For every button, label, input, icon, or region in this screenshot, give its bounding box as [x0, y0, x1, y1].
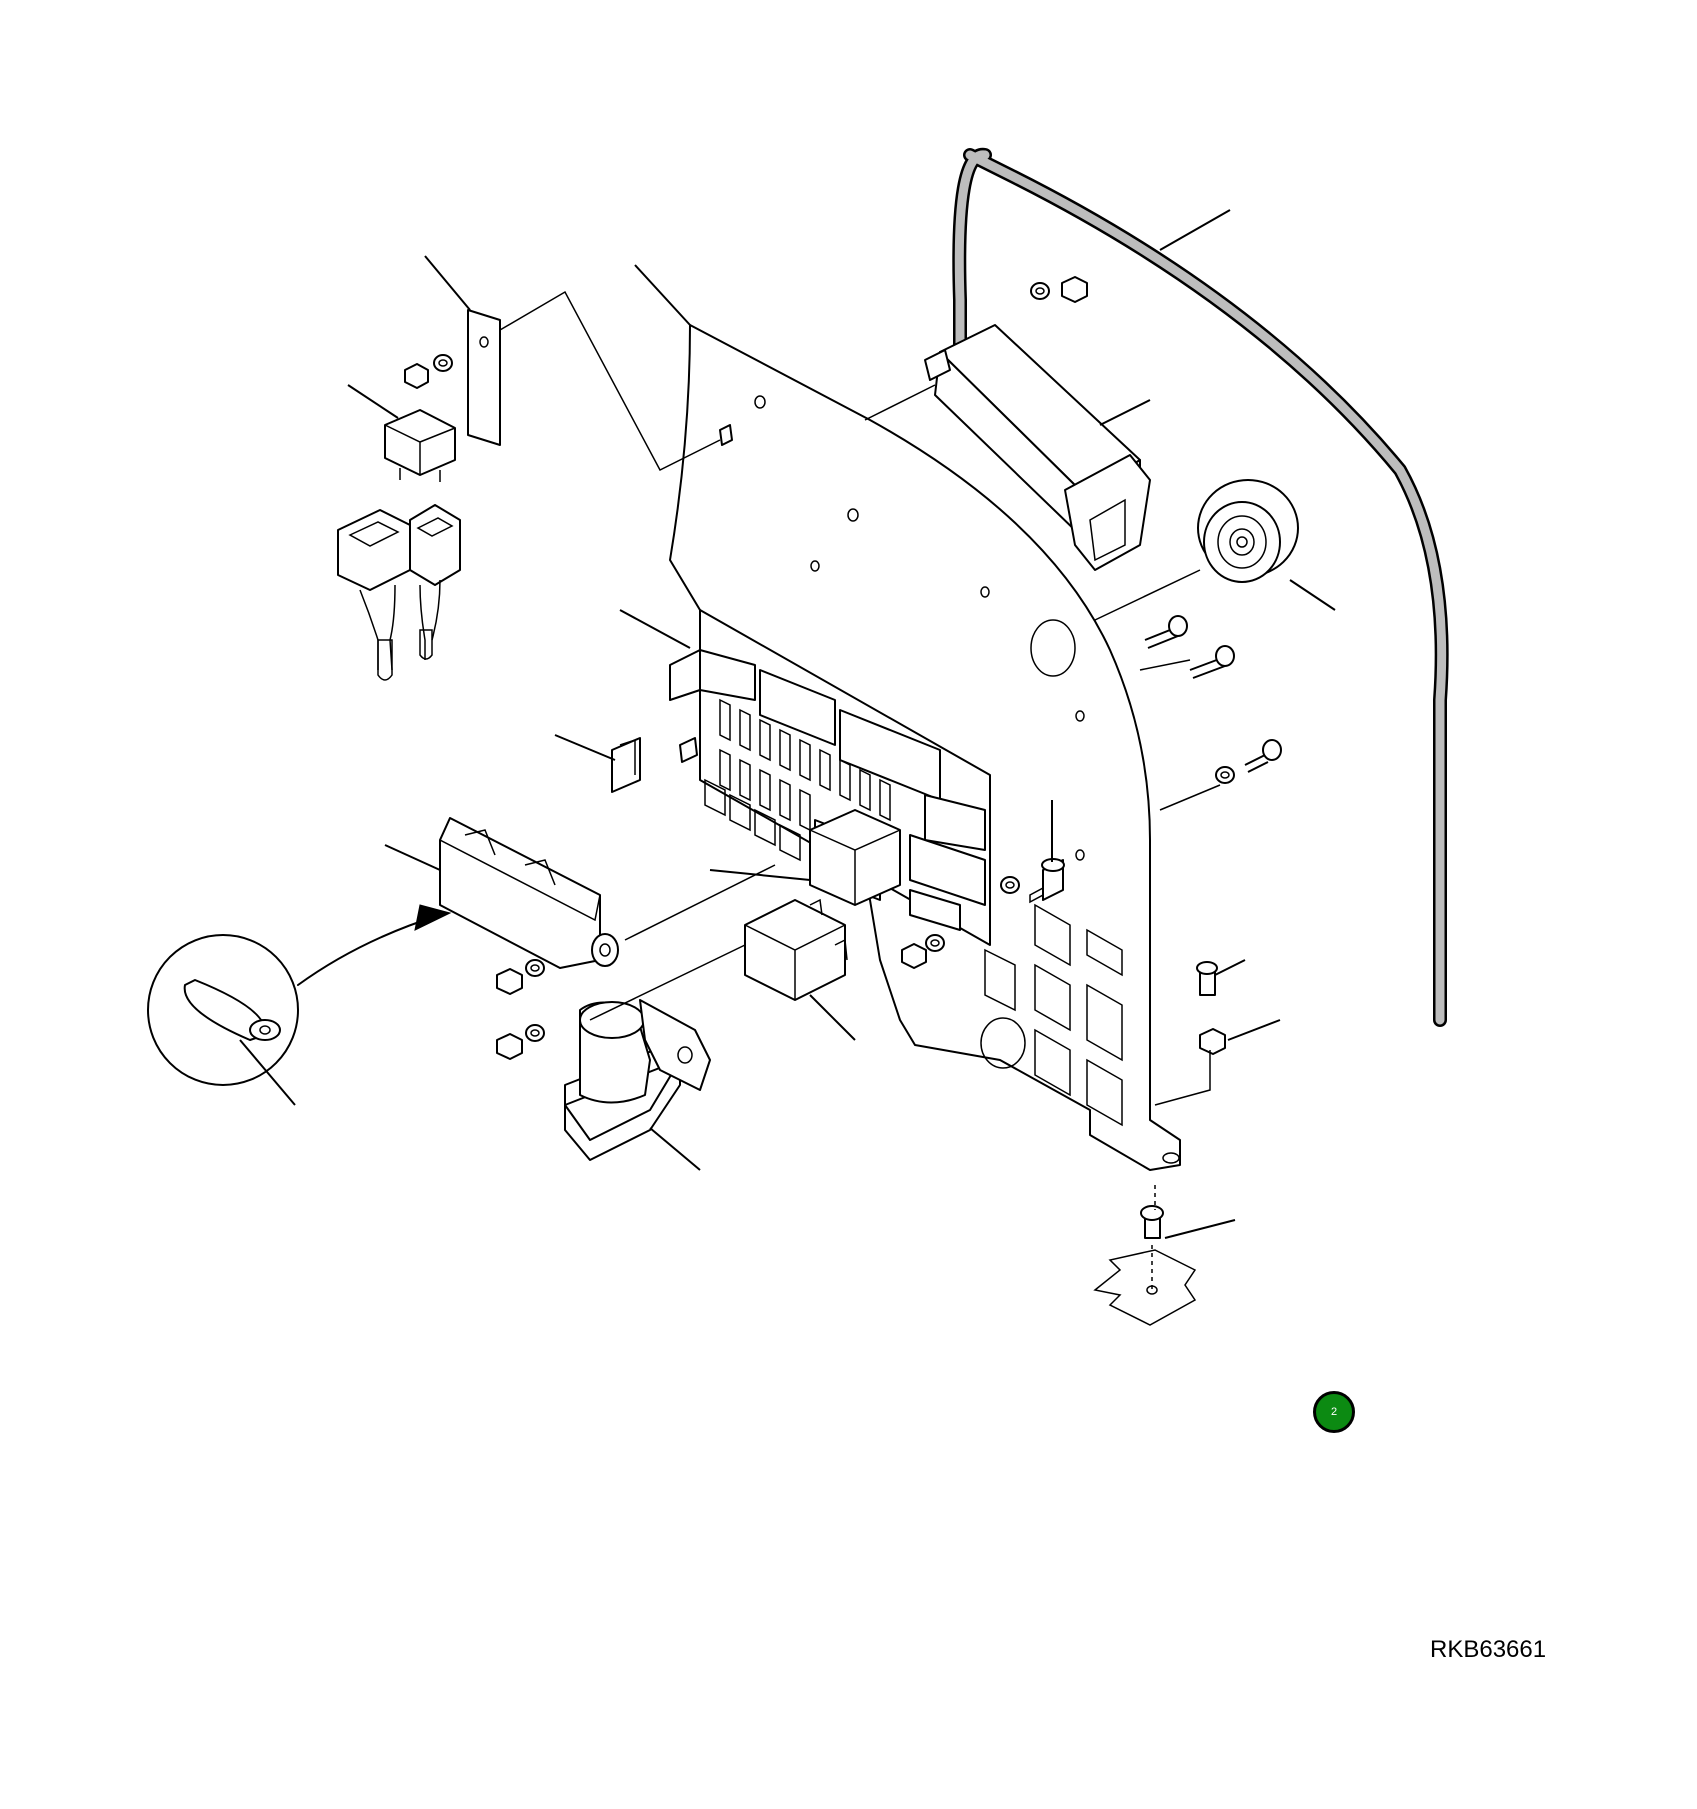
fasteners [404, 276, 1235, 1060]
bracket-plate [467, 309, 501, 446]
relay-sockets [337, 504, 461, 681]
fuse-holder [439, 817, 619, 969]
detail-view [147, 904, 452, 1086]
fuse-clip [611, 737, 641, 793]
relay-small [384, 409, 456, 482]
solenoid [564, 999, 711, 1161]
buzzer [1197, 479, 1299, 583]
standoff-spacer [1029, 858, 1065, 904]
control-module [924, 324, 1151, 571]
alignment-lines [499, 290, 1221, 1290]
leader-lines [239, 209, 1336, 1239]
door-seal-gasket [952, 147, 1449, 1027]
sheet-number-badge: 2 [1313, 1391, 1355, 1433]
floor-base [1093, 1249, 1197, 1326]
fuse-row [704, 698, 891, 862]
screws [679, 424, 1282, 1239]
drawing-reference-code: RKB63661 [1430, 1636, 1547, 1663]
panel-relay [809, 809, 901, 906]
plug-in-relay [744, 898, 848, 1001]
